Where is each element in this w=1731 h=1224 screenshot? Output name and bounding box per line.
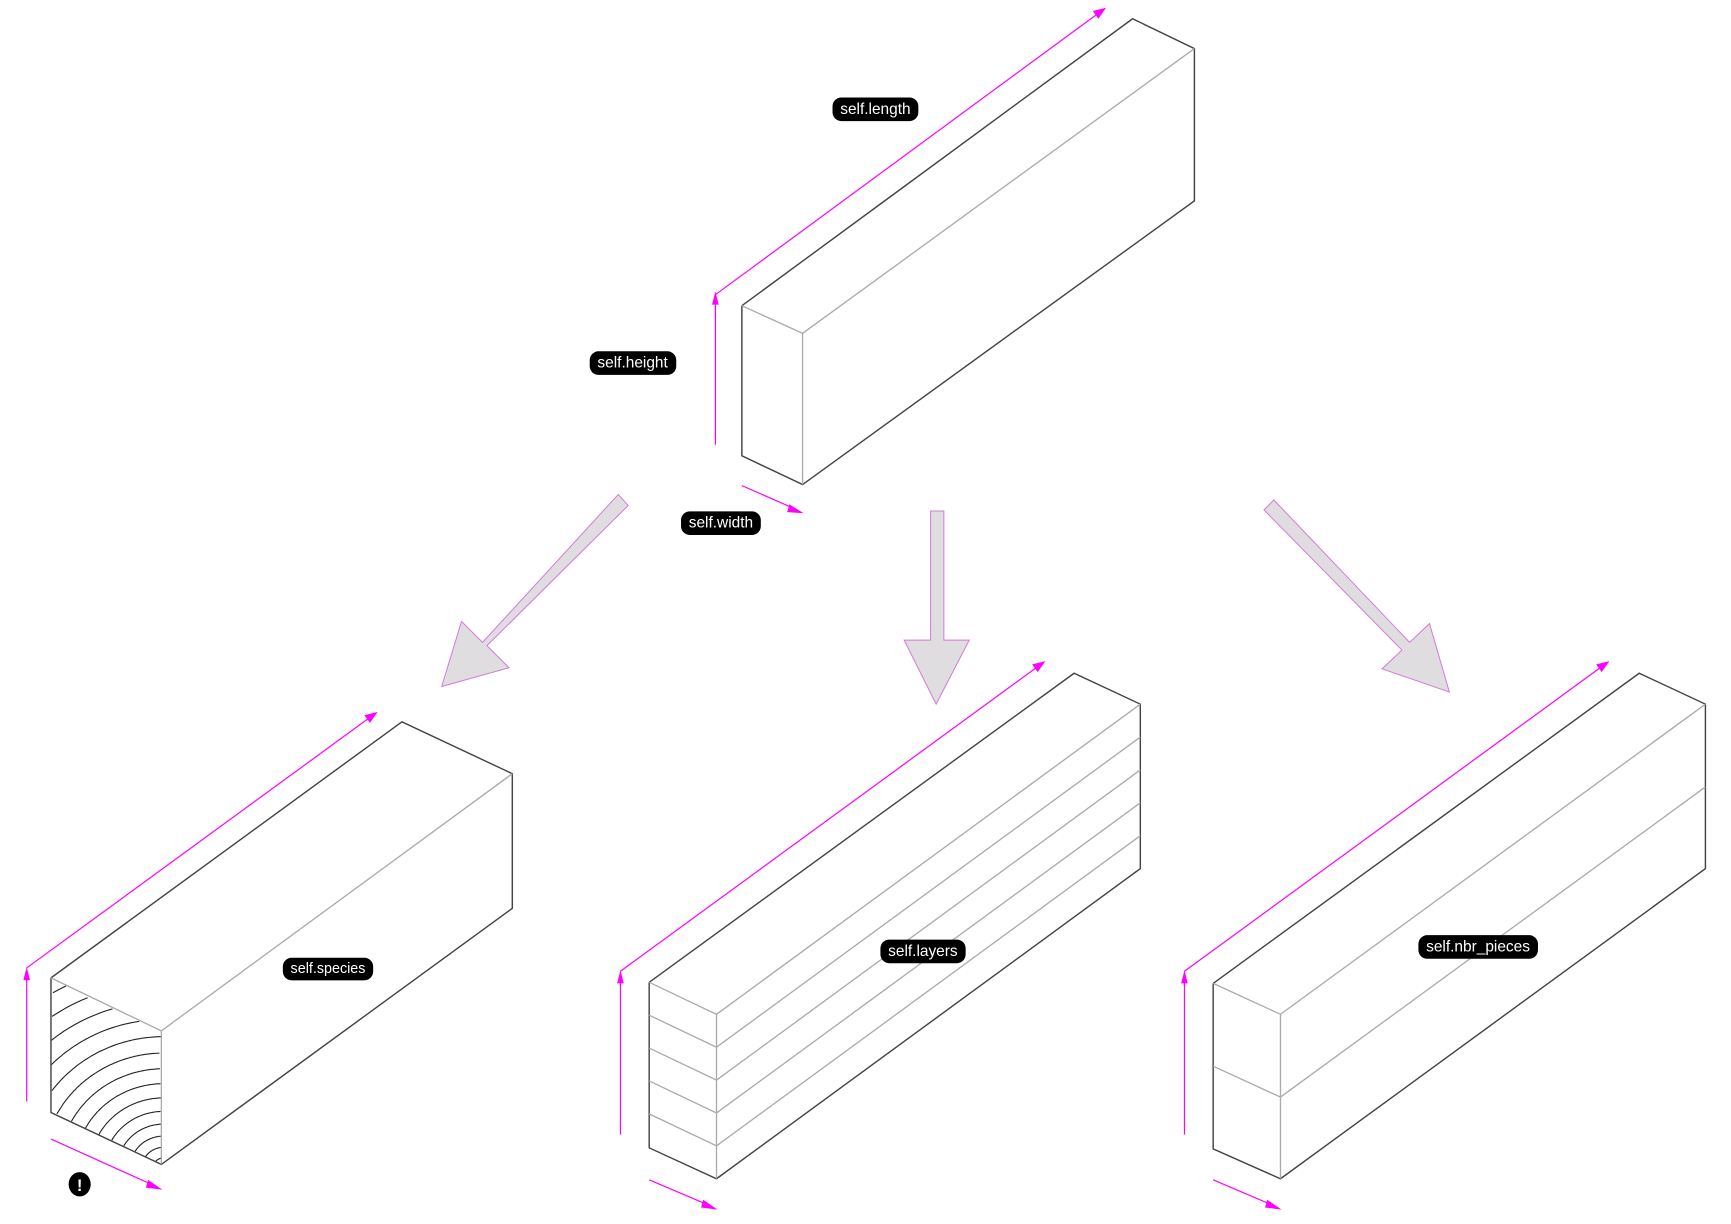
label-nbr-pieces: self.nbr_pieces bbox=[1418, 935, 1538, 959]
layer-divider bbox=[648, 736, 1141, 1048]
warning-badge: ! bbox=[68, 1172, 91, 1197]
label-width-text: self.width bbox=[689, 515, 753, 532]
layer-divider bbox=[648, 802, 1141, 1114]
label-layers: self.layers bbox=[880, 939, 966, 964]
grain-ring bbox=[84, 1083, 161, 1129]
pieces-height-arrow bbox=[1181, 970, 1188, 1135]
length-dimension-arrow bbox=[715, 7, 1107, 296]
layers-beam bbox=[648, 672, 1142, 1180]
species-length-arrow bbox=[26, 711, 378, 969]
height-dimension-arrow bbox=[712, 291, 719, 445]
label-height: self.height bbox=[589, 351, 677, 375]
layer-divider bbox=[648, 769, 1141, 1081]
grain-ring bbox=[51, 997, 88, 1017]
grain-ring bbox=[145, 1146, 162, 1157]
label-length: self.length bbox=[832, 97, 919, 122]
base-beam bbox=[741, 17, 1196, 486]
label-species: self.species bbox=[282, 957, 374, 981]
species-width-arrow bbox=[50, 1138, 163, 1190]
transform-arrow-species bbox=[440, 493, 629, 688]
grain-ring bbox=[123, 1123, 162, 1147]
species-beam bbox=[50, 720, 514, 1166]
species-height-arrow bbox=[23, 966, 31, 1102]
wood-grain bbox=[50, 985, 162, 1162]
label-length-text: self.length bbox=[840, 101, 910, 118]
pieces-beam bbox=[1212, 672, 1707, 1180]
pieces-length-arrow bbox=[1184, 661, 1610, 972]
grain-ring bbox=[155, 1157, 162, 1162]
grain-ring bbox=[51, 1036, 162, 1092]
grain-ring bbox=[50, 1020, 140, 1066]
layers-height-arrow bbox=[617, 970, 624, 1135]
pieces-width-arrow bbox=[1212, 1179, 1282, 1210]
exclamation-icon bbox=[68, 1172, 91, 1197]
transform-arrow-layers bbox=[903, 510, 971, 706]
layers-length-arrow bbox=[620, 661, 1046, 972]
label-nbr-pieces-text: self.nbr_pieces bbox=[1426, 938, 1530, 955]
label-height-text: self.height bbox=[597, 355, 668, 372]
label-layers-text: self.layers bbox=[888, 943, 958, 960]
exclamation-symbol: ! bbox=[77, 1176, 83, 1195]
layers-width-arrow bbox=[648, 1179, 718, 1210]
grain-ring bbox=[98, 1097, 162, 1136]
label-width: self.width bbox=[681, 511, 761, 535]
width-dimension-arrow bbox=[741, 485, 804, 514]
label-species-text: self.species bbox=[291, 961, 366, 977]
grain-ring bbox=[50, 1008, 113, 1041]
grain-ring bbox=[56, 1052, 160, 1115]
layer-divider bbox=[648, 835, 1141, 1147]
grain-ring bbox=[71, 1068, 160, 1122]
grain-ring bbox=[111, 1110, 161, 1141]
grain-ring bbox=[134, 1135, 162, 1152]
transform-arrow-pieces bbox=[1263, 499, 1451, 693]
grain-ring bbox=[52, 985, 67, 994]
